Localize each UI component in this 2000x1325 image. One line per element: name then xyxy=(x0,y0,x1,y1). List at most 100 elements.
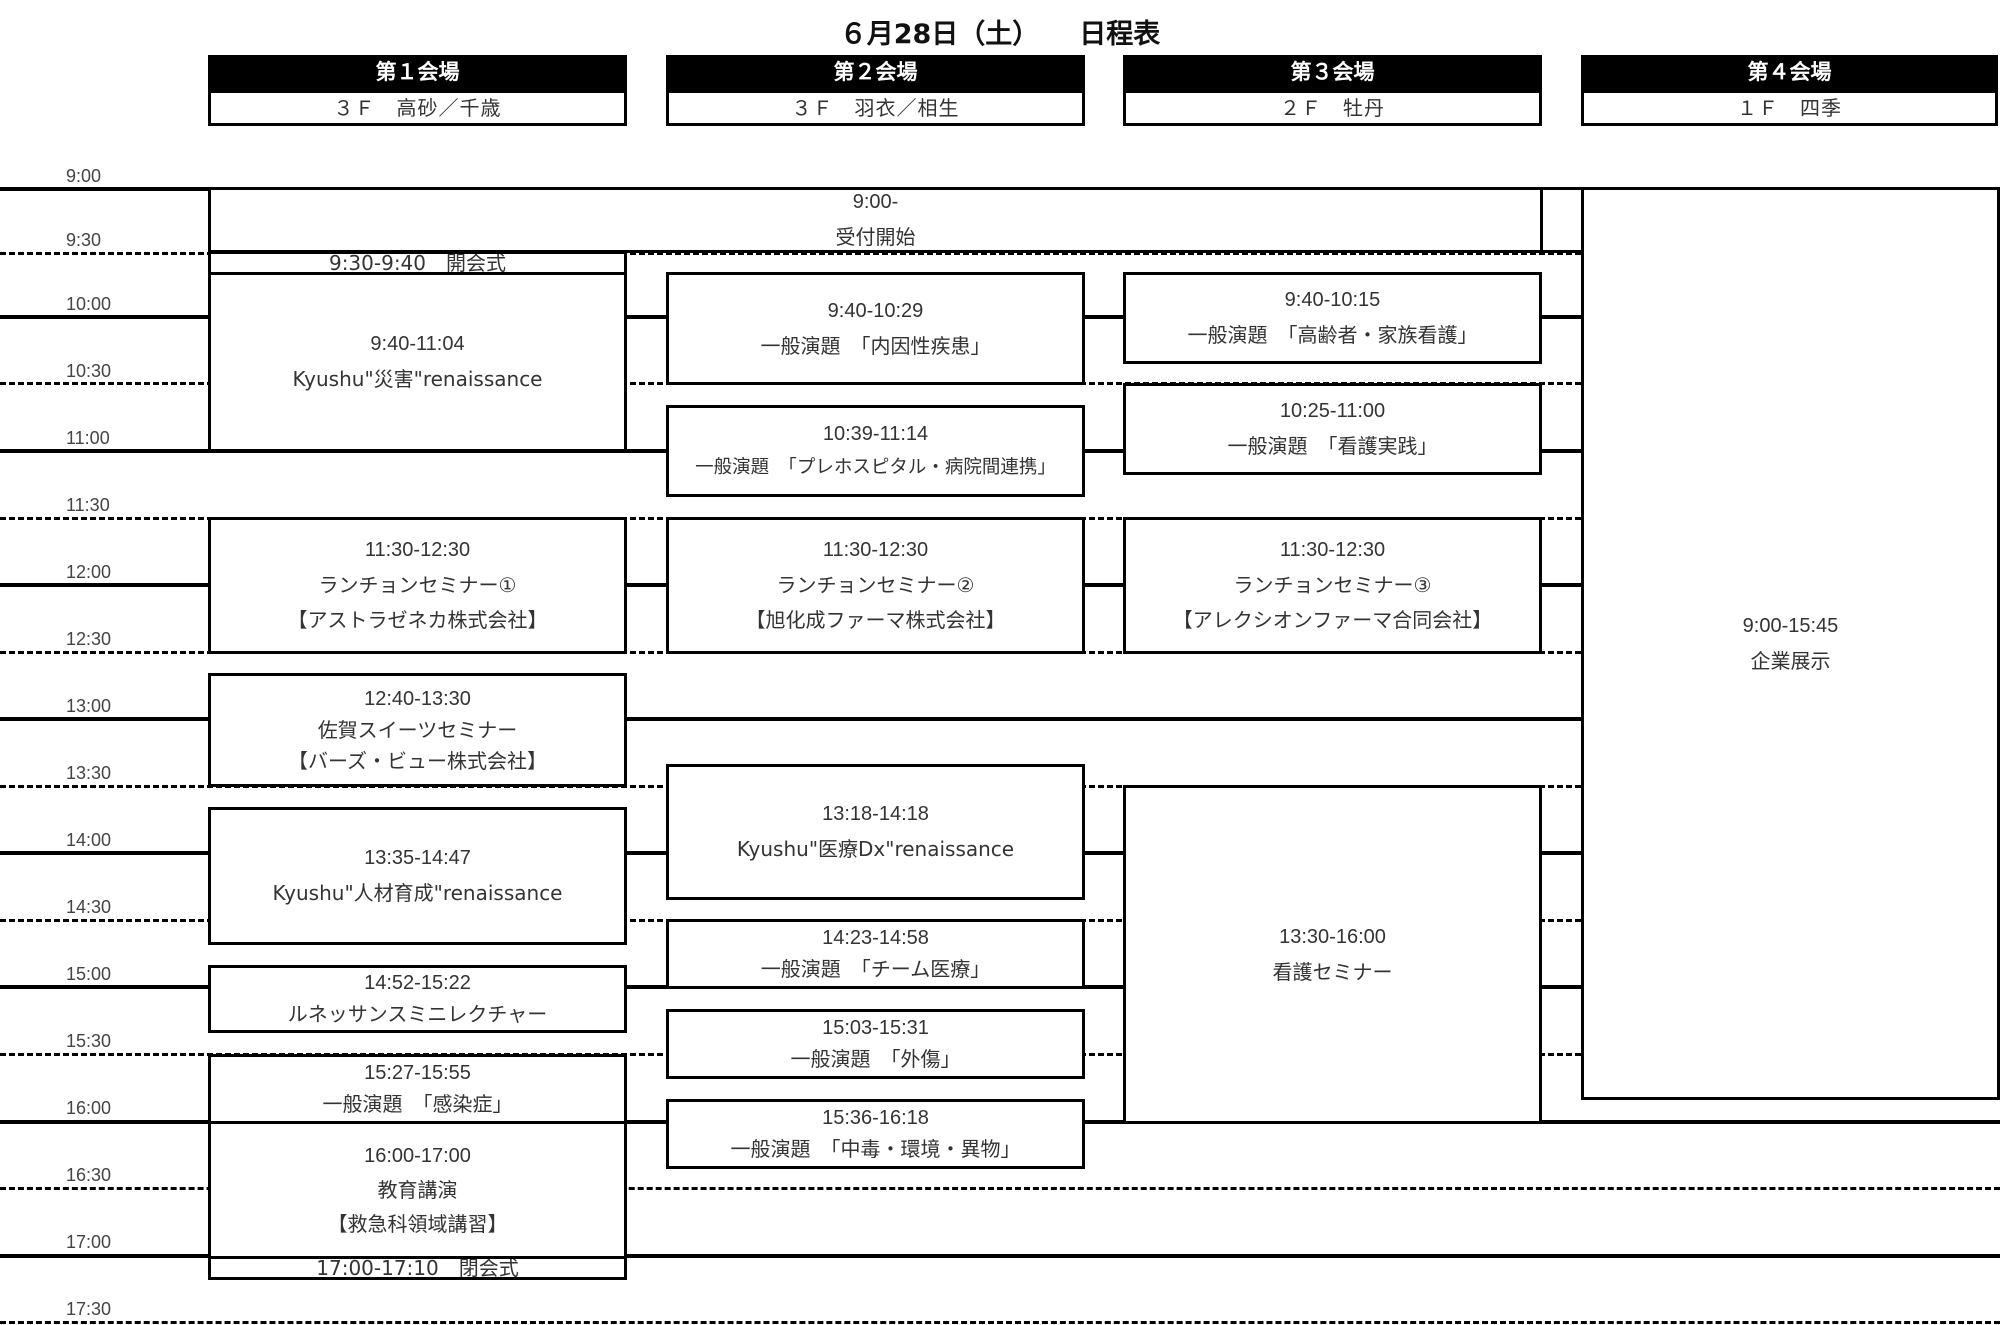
event-title: Kyushu"医療Dx"renaissance xyxy=(736,837,1015,861)
event-time: 14:23-14:58 xyxy=(822,927,929,949)
venue-4-room: １Ｆ 四季 xyxy=(1581,90,1998,126)
event-sponsor: 【アレクシオンファーマ合同会社】 xyxy=(1172,608,1493,632)
reception-connector xyxy=(1540,187,1584,253)
event-title: ランチョンセミナー③ xyxy=(1233,573,1432,597)
time-label: 14:00 xyxy=(66,830,112,850)
gridline-0930 xyxy=(0,252,1581,255)
event-title: 教育講演 xyxy=(377,1178,458,1202)
venue-4-header: 第４会場 xyxy=(1581,55,1998,90)
event-v1-mini[interactable]: 14:52-15:22 ルネッサンスミニレクチャー xyxy=(208,965,627,1033)
event-v2-dx[interactable]: 13:18-14:18 Kyushu"医療Dx"renaissance xyxy=(666,764,1085,900)
time-label: 12:30 xyxy=(66,629,112,649)
event-title: 一般演題 「チーム医療」 xyxy=(760,957,991,981)
event-title: 9:30-9:40 開会式 xyxy=(328,251,507,275)
event-time: 15:03-15:31 xyxy=(822,1017,929,1039)
time-label: 11:30 xyxy=(66,495,110,515)
event-v1-edu[interactable]: 16:00-17:00 教育講演 【救急科領域講習】 xyxy=(208,1121,627,1259)
event-sponsor: 【バーズ・ビュー株式会社】 xyxy=(288,748,547,773)
venue-3-room: ２Ｆ 牡丹 xyxy=(1123,90,1542,126)
time-label: 16:30 xyxy=(66,1165,112,1185)
event-v2-team[interactable]: 14:23-14:58 一般演題 「チーム医療」 xyxy=(666,919,1085,989)
venue-2-header: 第２会場 xyxy=(666,55,1085,90)
time-label: 11:00 xyxy=(66,428,110,448)
event-time: 12:40-13:30 xyxy=(364,687,471,710)
event-title: Kyushu"人材育成"renaissance xyxy=(272,881,563,905)
event-time: 13:30-16:00 xyxy=(1279,925,1386,948)
event-time: 15:27-15:55 xyxy=(364,1062,471,1084)
event-reception[interactable]: 9:00- 受付開始 xyxy=(208,187,1543,253)
event-sponsor: 【旭化成ファーマ株式会社】 xyxy=(745,608,1006,632)
event-time: 10:39-11:14 xyxy=(822,423,929,446)
title-label: 日程表 xyxy=(1079,19,1161,50)
time-label: 15:30 xyxy=(66,1031,112,1051)
time-label: 9:00 xyxy=(66,166,102,186)
time-label: 15:00 xyxy=(66,964,112,984)
event-time: 11:30-12:30 xyxy=(822,539,929,561)
event-title: 受付開始 xyxy=(835,225,916,249)
gridline-1300 xyxy=(0,717,1581,721)
time-label: 16:00 xyxy=(66,1098,112,1118)
venue-3-header: 第３会場 xyxy=(1123,55,1542,90)
event-title: 一般演題 「外傷」 xyxy=(790,1047,961,1071)
title-date: ６月28日（土） xyxy=(839,19,1040,50)
event-title: 一般演題 「内因性疾患」 xyxy=(760,333,991,358)
time-label: 13:00 xyxy=(66,696,112,716)
event-time: 16:00-17:00 xyxy=(364,1145,471,1167)
time-label: 17:00 xyxy=(66,1232,112,1252)
gridline-1700 xyxy=(0,1254,2000,1258)
time-label: 17:30 xyxy=(66,1299,112,1319)
event-title: 一般演題 「看護実践」 xyxy=(1227,434,1438,458)
event-v2-prehospital[interactable]: 10:39-11:14 一般演題 「プレホスピタル・病院間連携」 xyxy=(666,405,1085,497)
event-time: 9:00- xyxy=(852,191,899,213)
event-v1-sweets[interactable]: 12:40-13:30 佐賀スイーツセミナー 【バーズ・ビュー株式会社】 xyxy=(208,673,627,787)
event-time: 15:36-16:18 xyxy=(822,1107,929,1129)
event-time: 11:30-12:30 xyxy=(1279,539,1386,561)
event-closing[interactable]: 17:00-17:10 閉会式 xyxy=(208,1256,627,1280)
event-title: 一般演題 「中毒・環境・異物」 xyxy=(730,1137,1021,1161)
event-sponsor: 【救急科領域講習】 xyxy=(327,1212,508,1236)
event-v1-lunch[interactable]: 11:30-12:30 ランチョンセミナー① 【アストラゼネカ株式会社】 xyxy=(208,517,627,654)
event-time: 10:25-11:00 xyxy=(1279,400,1386,422)
event-title: ランチョンセミナー② xyxy=(776,573,975,597)
gridline-1730 xyxy=(0,1321,2000,1324)
event-title: 一般演題 「高齢者・家族看護」 xyxy=(1187,323,1478,347)
event-v2-trauma[interactable]: 15:03-15:31 一般演題 「外傷」 xyxy=(666,1009,1085,1079)
venue-1-room: ３Ｆ 高砂／千歳 xyxy=(208,90,627,126)
time-label: 14:30 xyxy=(66,897,112,917)
time-label: 10:00 xyxy=(66,294,112,314)
event-v2-lunch[interactable]: 11:30-12:30 ランチョンセミナー② 【旭化成ファーマ株式会社】 xyxy=(666,517,1085,654)
event-v3-nursing[interactable]: 13:30-16:00 看護セミナー xyxy=(1123,785,1542,1124)
event-title: 看護セミナー xyxy=(1272,959,1393,984)
event-v1-disaster[interactable]: 9:40-11:04 Kyushu"災害"renaissance xyxy=(208,272,627,452)
event-title: ランチョンセミナー① xyxy=(318,573,517,597)
event-title: 一般演題 「感染症」 xyxy=(322,1092,513,1116)
event-title: ルネッサンスミニレクチャー xyxy=(287,1002,548,1026)
event-v4-exhibit[interactable]: 9:00-15:45 企業展示 xyxy=(1581,187,2000,1100)
event-title: 企業展示 xyxy=(1750,648,1831,673)
event-time: 14:52-15:22 xyxy=(364,972,471,994)
event-v2-poison[interactable]: 15:36-16:18 一般演題 「中毒・環境・異物」 xyxy=(666,1099,1085,1169)
event-time: 9:40-11:04 xyxy=(370,333,465,355)
event-title: 佐賀スイーツセミナー xyxy=(317,717,518,742)
event-title: 一般演題 「プレホスピタル・病院間連携」 xyxy=(695,457,1056,479)
event-time: 9:00-15:45 xyxy=(1742,614,1839,637)
event-sponsor: 【アストラゼネカ株式会社】 xyxy=(287,608,548,632)
event-v1-hr[interactable]: 13:35-14:47 Kyushu"人材育成"renaissance xyxy=(208,807,627,945)
venue-1-header: 第１会場 xyxy=(208,55,627,90)
event-v3-lunch[interactable]: 11:30-12:30 ランチョンセミナー③ 【アレクシオンファーマ合同会社】 xyxy=(1123,517,1542,654)
event-v2-internal[interactable]: 9:40-10:29 一般演題 「内因性疾患」 xyxy=(666,272,1085,385)
gridline-1630 xyxy=(0,1187,2000,1190)
event-time: 13:18-14:18 xyxy=(822,803,929,825)
time-label: 9:30 xyxy=(66,230,102,250)
event-v3-practice[interactable]: 10:25-11:00 一般演題 「看護実践」 xyxy=(1123,383,1542,475)
time-label: 12:00 xyxy=(66,562,112,582)
time-label: 13:30 xyxy=(66,763,112,783)
event-title: 17:00-17:10 閉会式 xyxy=(316,1256,519,1280)
event-time: 9:40-10:15 xyxy=(1284,289,1381,311)
event-time: 13:35-14:47 xyxy=(364,847,471,869)
venue-2-room: ３Ｆ 羽衣／相生 xyxy=(666,90,1085,126)
event-v3-elderly[interactable]: 9:40-10:15 一般演題 「高齢者・家族看護」 xyxy=(1123,272,1542,364)
event-v1-infection[interactable]: 15:27-15:55 一般演題 「感染症」 xyxy=(208,1054,627,1124)
page-title: ６月28日（土） 日程表 xyxy=(0,12,2000,51)
time-label: 10:30 xyxy=(66,361,112,381)
